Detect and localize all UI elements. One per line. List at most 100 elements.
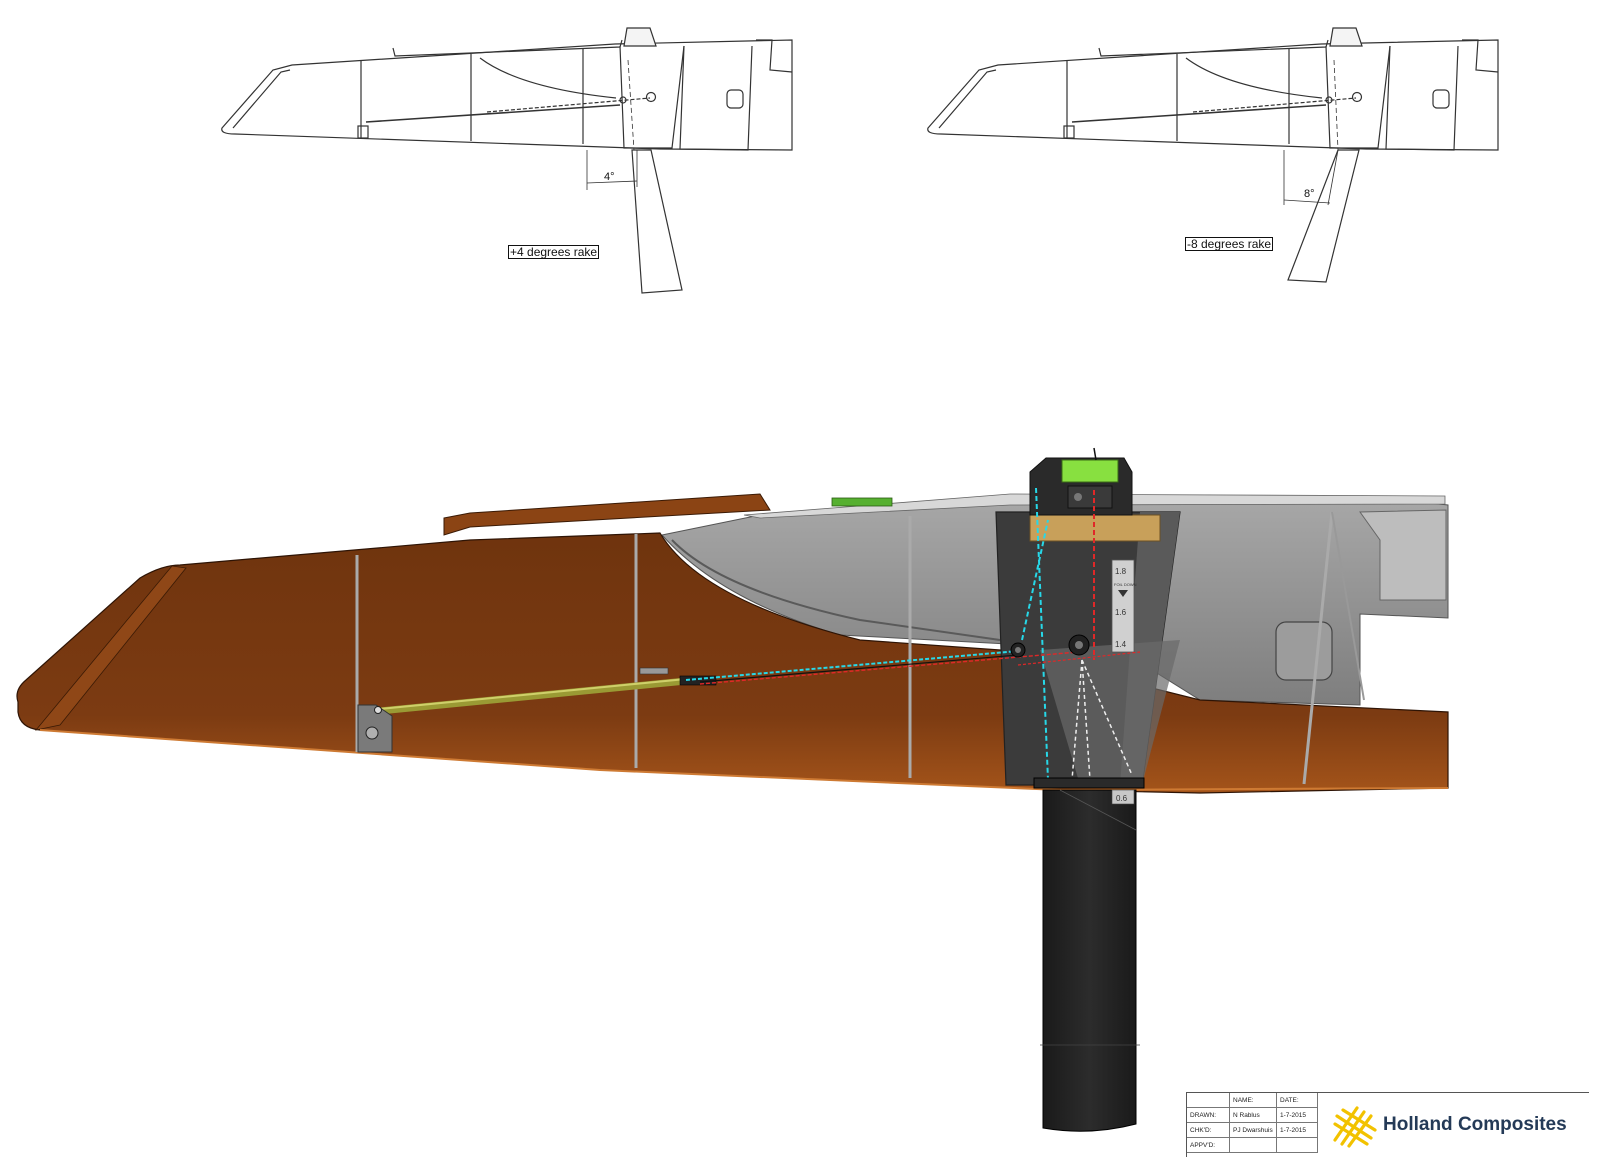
down-line-white	[1071, 659, 1083, 781]
foil-diagonal	[1059, 789, 1137, 831]
cabin-top	[1098, 39, 1329, 57]
top-right-view-minus-8-rake: 8°	[927, 27, 1499, 283]
dimension-line	[1283, 199, 1331, 204]
dimension-extension	[1327, 149, 1339, 206]
row-label: CHK'D:	[1187, 1122, 1230, 1138]
sheave	[1075, 641, 1083, 649]
control-line	[486, 97, 651, 113]
control-rod	[1071, 104, 1327, 123]
cabin-end	[756, 39, 793, 73]
sheave	[1351, 91, 1363, 103]
frame	[1331, 511, 1365, 701]
scale-strip	[1111, 559, 1135, 653]
sheer-strip	[443, 493, 771, 536]
cabin-top	[392, 39, 623, 57]
company-logo: Holland Composites	[1319, 1093, 1589, 1157]
row-label: APPV'D:	[1187, 1137, 1230, 1153]
title-block-row: CHK'D: PJ Dwarshuis 1-7-2015	[1187, 1122, 1318, 1138]
port-light	[1432, 89, 1450, 109]
cross-line-red	[1017, 651, 1141, 666]
title-block-table: NAME: DATE: DRAWN: N Rablus 1-7-2015 CHK…	[1187, 1093, 1318, 1153]
bow-line	[232, 69, 291, 129]
scale-mark: 0.6	[1116, 794, 1128, 803]
riser-cyan	[1035, 487, 1049, 781]
hull-outline	[927, 39, 1499, 151]
hull-outline	[221, 39, 793, 151]
control-line-cyan	[685, 650, 1019, 681]
row-date: 1-7-2015	[1276, 1122, 1318, 1138]
header-cell	[1187, 1093, 1230, 1108]
bottom-edge	[39, 729, 1449, 792]
sheave	[645, 91, 657, 103]
cabin-window	[1275, 621, 1333, 681]
foil-axis	[627, 59, 635, 151]
sheave	[1015, 647, 1021, 653]
caption-plus-4-rake: +4 degrees rake	[508, 245, 600, 259]
winch-housing	[1329, 27, 1363, 47]
foil-blade	[1042, 789, 1137, 1132]
title-block: NAME: DATE: DRAWN: N Rablus 1-7-2015 CHK…	[1186, 1092, 1589, 1157]
row-date: 1-7-2015	[1276, 1107, 1318, 1123]
bow-line	[938, 69, 997, 129]
title-block-header-row: NAME: DATE:	[1187, 1093, 1318, 1108]
foil-axis	[1333, 59, 1339, 151]
row-name	[1229, 1137, 1277, 1153]
caption-minus-8-rake: -8 degrees rake	[1185, 237, 1274, 251]
sheave	[619, 96, 627, 104]
deck-fitting	[831, 497, 893, 507]
main-hull-section-view: 1.8 FOIL DOWN 1.6 1.4	[16, 447, 1449, 1132]
cabin-side	[679, 45, 753, 151]
cabin-end	[1462, 39, 1499, 73]
bow-flare	[34, 565, 187, 731]
scale-mark: 1.6	[1115, 608, 1127, 617]
control-line-dark	[699, 654, 1019, 683]
cabin-curve	[1185, 57, 1323, 99]
header-name: NAME:	[1229, 1093, 1277, 1108]
scale-mark: 1.8	[1115, 567, 1127, 576]
scale-mark: 1.4	[1115, 640, 1127, 649]
foil-collar	[1033, 777, 1145, 789]
control-line-red	[699, 651, 1079, 685]
winch-block	[1067, 485, 1113, 509]
bracket	[1063, 125, 1075, 139]
scale-mark: FOIL DOWN	[1114, 582, 1137, 587]
dimension-line	[586, 180, 638, 184]
row-name: N Rablus	[1229, 1107, 1277, 1123]
company-name: Holland Composites	[1383, 1114, 1567, 1135]
row-name: PJ Dwarshuis	[1229, 1122, 1277, 1138]
header-date: DATE:	[1276, 1093, 1318, 1108]
cabin-shadow-curve	[671, 539, 1001, 641]
control-rod	[365, 104, 621, 123]
rod-clamp	[639, 667, 669, 675]
winch-face	[1061, 459, 1119, 483]
down-line-white	[1081, 659, 1091, 781]
scale-arrow-icon	[1118, 590, 1128, 597]
winch-housing	[623, 27, 657, 47]
port-light	[726, 89, 744, 109]
rod-end	[374, 706, 382, 714]
sheave	[1325, 96, 1333, 104]
angle-label: 4°	[604, 171, 615, 183]
title-block-row: APPV'D:	[1187, 1137, 1318, 1153]
foil-blade	[631, 149, 683, 294]
control-rod-highlight	[379, 678, 687, 710]
cabin-curve	[479, 57, 617, 99]
title-block-row: DRAWN: N Rablus 1-7-2015	[1187, 1107, 1318, 1123]
control-line	[1192, 97, 1357, 113]
control-rod	[379, 677, 687, 715]
angle-label: 8°	[1304, 188, 1315, 200]
row-date	[1276, 1137, 1318, 1153]
hatch-logo-icon	[1333, 1106, 1377, 1148]
frame	[1302, 511, 1334, 785]
deck-edge	[743, 493, 1446, 519]
winch-bolt	[1074, 493, 1082, 501]
foil-case-lower	[1040, 640, 1180, 785]
row-label: DRAWN:	[1187, 1107, 1230, 1123]
rod-pivot	[365, 726, 379, 740]
cabin-side	[1385, 45, 1459, 151]
scale-tab	[1111, 789, 1135, 805]
cabin-upper-panel	[1359, 509, 1447, 601]
top-left-view-plus-4-rake: 4°	[221, 27, 793, 294]
riser-cyan-2	[1021, 519, 1049, 641]
